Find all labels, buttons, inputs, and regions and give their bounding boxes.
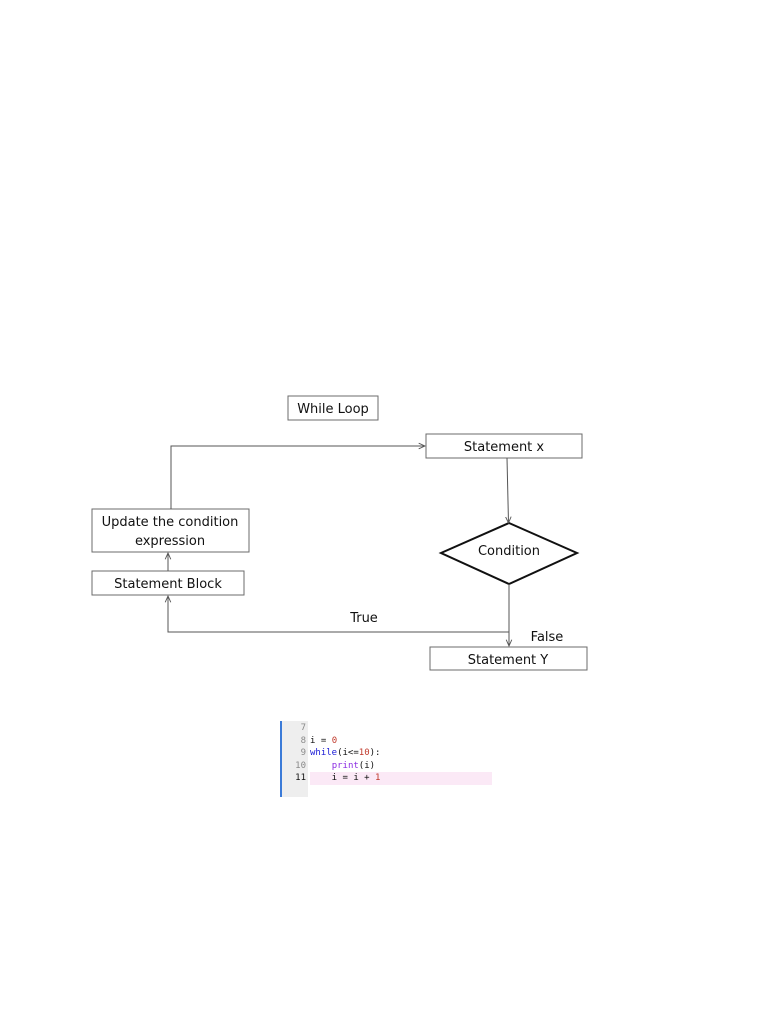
edge-statement-x-to-condition: [507, 457, 509, 523]
code-line: 11 i = i + 1: [282, 772, 502, 785]
condition-label: Condition: [478, 544, 540, 559]
edge-update-to-statement-x: [170, 446, 425, 509]
statement-x-label: Statement x: [464, 440, 545, 455]
title-box: While Loop: [287, 395, 379, 421]
line-number: 10: [295, 760, 306, 771]
true-edge-label: True: [349, 611, 378, 626]
code-line: 9 while(i<=10):: [282, 747, 502, 760]
code-token: ):: [369, 748, 381, 758]
code-token: 0: [331, 735, 338, 746]
code-token: print: [331, 760, 359, 771]
condition-node: Condition: [438, 521, 580, 586]
statement-block-label: Statement Block: [114, 577, 222, 592]
code-token: 1: [375, 773, 381, 783]
code-gutter: [282, 721, 308, 797]
code-text: [310, 722, 492, 735]
code-token: (i): [358, 760, 376, 771]
code-text: print(i): [310, 760, 492, 773]
update-condition-node: Update the condition expression: [91, 508, 250, 553]
statement-x-node: Statement x: [425, 433, 583, 459]
statement-block-node: Statement Block: [91, 570, 245, 596]
code-token: i = i +: [310, 773, 376, 783]
update-condition-label-line1: Update the condition: [102, 515, 239, 530]
line-number: 7: [300, 723, 306, 733]
code-token: while: [310, 748, 338, 758]
code-token: (i<=: [337, 748, 359, 758]
code-token: [310, 761, 332, 771]
statement-y-node: Statement Y: [429, 646, 588, 671]
code-line: 7: [282, 722, 502, 735]
code-token: i =: [310, 735, 332, 746]
update-condition-label-line2: expression: [135, 534, 205, 549]
code-text: i = 0: [310, 735, 492, 748]
line-number: 11: [295, 773, 306, 783]
code-text: i = i + 1: [310, 772, 492, 785]
diagram-title: While Loop: [297, 402, 369, 417]
line-number: 8: [300, 735, 306, 746]
statement-y-label: Statement Y: [468, 653, 549, 668]
line-number: 9: [300, 748, 306, 758]
code-line: 8 i = 0: [282, 735, 502, 748]
code-line: 10 print(i): [282, 760, 502, 773]
code-token: 10: [358, 748, 370, 758]
edge-condition-true-to-statement-block: [168, 596, 509, 633]
code-text: while(i<=10):: [310, 747, 492, 760]
false-edge-label: False: [531, 630, 564, 645]
